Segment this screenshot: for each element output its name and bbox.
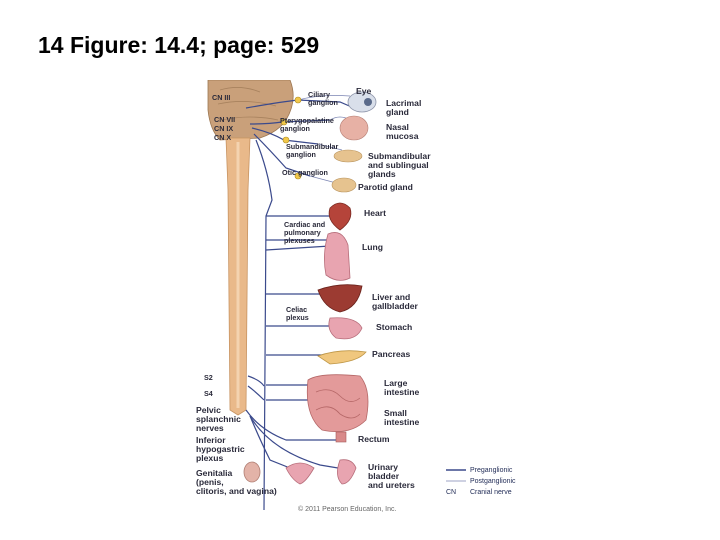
label-pelvic-1: Pelvic — [196, 405, 221, 415]
label-cn10: CN X — [214, 133, 231, 142]
label-small-1: Small — [384, 408, 407, 418]
label-cardiac-3: plexuses — [284, 236, 315, 245]
label-small-2: intestine — [384, 417, 420, 427]
rectum — [335, 431, 347, 443]
label-pelvic-2: splanchnic — [196, 414, 241, 424]
label-celiac-1: Celiac — [286, 305, 307, 314]
label-ciliary-2: ganglion — [308, 98, 338, 107]
label-inferior-1: Inferior — [196, 435, 226, 445]
label-s2: S2 — [204, 373, 213, 382]
lung — [324, 232, 351, 281]
label-cn3: CN III — [212, 93, 230, 102]
pterygopalatine-ganglion-dot — [280, 118, 288, 126]
label-urinary-2: bladder — [368, 471, 400, 481]
label-submand-g-2: ganglion — [286, 150, 316, 159]
legend: Preganglionic Postganglionic CN Cranial … — [446, 467, 516, 496]
label-otic: Otic ganglion — [282, 168, 328, 177]
parotid-gland — [331, 177, 357, 193]
label-inferior-3: plexus — [196, 453, 223, 463]
label-genitalia-3: clitoris, and vagina) — [196, 486, 277, 496]
legend-cn-abbr: CN — [446, 489, 456, 496]
label-heart: Heart — [364, 208, 386, 218]
heart — [328, 202, 352, 231]
submandibular-ganglion-dot — [282, 136, 290, 144]
otic-ganglion-dot — [294, 172, 302, 180]
label-nasal-1: Nasal — [386, 122, 409, 132]
label-urinary-1: Urinary — [368, 462, 398, 472]
legend-cn-text: Cranial nerve — [470, 489, 512, 496]
label-cardiac-2: pulmonary — [284, 228, 321, 237]
nerve-lines — [245, 99, 355, 511]
slide-title: 14 Figure: 14.4; page: 529 — [38, 32, 320, 58]
label-stomach: Stomach — [376, 322, 412, 332]
brain — [207, 80, 294, 141]
label-nasal-2: mucosa — [386, 131, 419, 141]
copyright: © 2011 Pearson Education, Inc. — [298, 505, 396, 513]
parasympathetic-diagram: CN III CN VII CN IX CN X Ciliary ganglio… — [196, 80, 516, 513]
label-genitalia-1: Genitalia — [196, 468, 233, 478]
label-liver-1: Liver and — [372, 292, 410, 302]
organs — [243, 91, 377, 485]
legend-post: Postganglionic — [470, 478, 516, 485]
labels: CN III CN VII CN IX CN X Ciliary ganglio… — [196, 86, 431, 496]
label-large-2: intestine — [384, 387, 420, 397]
label-celiac-2: plexus — [286, 313, 309, 322]
label-ptery-1: Pterygopalatine — [280, 116, 334, 125]
label-submand-g-1: Submandibular — [286, 142, 339, 151]
label-pelvic-3: nerves — [196, 423, 224, 433]
label-urinary-3: and ureters — [368, 480, 415, 490]
urinary-bladder — [337, 459, 357, 485]
label-lung: Lung — [362, 242, 383, 252]
submandibular-glands — [333, 149, 363, 163]
label-lacrimal-1: Lacrimal — [386, 98, 421, 108]
label-cn9: CN IX — [214, 124, 233, 133]
label-genitalia-2: (penis, — [196, 477, 224, 487]
label-eye: Eye — [356, 86, 372, 96]
label-submand-2: and sublingual — [368, 160, 429, 170]
uterus — [285, 462, 315, 485]
pancreas — [317, 350, 367, 365]
label-lacrimal-2: gland — [386, 107, 409, 117]
label-rectum: Rectum — [358, 434, 390, 444]
label-cn7: CN VII — [214, 115, 235, 124]
spinal-cord — [225, 137, 251, 416]
stomach — [328, 317, 363, 340]
genitalia — [243, 461, 261, 483]
intestines — [306, 374, 369, 433]
label-submand-1: Submandibular — [368, 151, 431, 161]
label-large-1: Large — [384, 378, 408, 388]
liver — [317, 284, 363, 313]
label-ptery-2: ganglion — [280, 124, 310, 133]
nasal-mucosa — [339, 115, 369, 141]
eye — [347, 91, 377, 113]
ciliary-ganglion-dot — [294, 96, 302, 104]
label-ciliary-1: Ciliary — [308, 90, 330, 99]
legend-pre: Preganglionic — [470, 467, 513, 474]
label-cardiac-1: Cardiac and — [284, 220, 325, 229]
label-s4: S4 — [204, 389, 213, 398]
label-liver-2: gallbladder — [372, 301, 418, 311]
label-parotid: Parotid gland — [358, 182, 413, 192]
label-submand-3: glands — [368, 169, 396, 179]
label-inferior-2: hypogastric — [196, 444, 245, 454]
label-pancreas: Pancreas — [372, 349, 410, 359]
